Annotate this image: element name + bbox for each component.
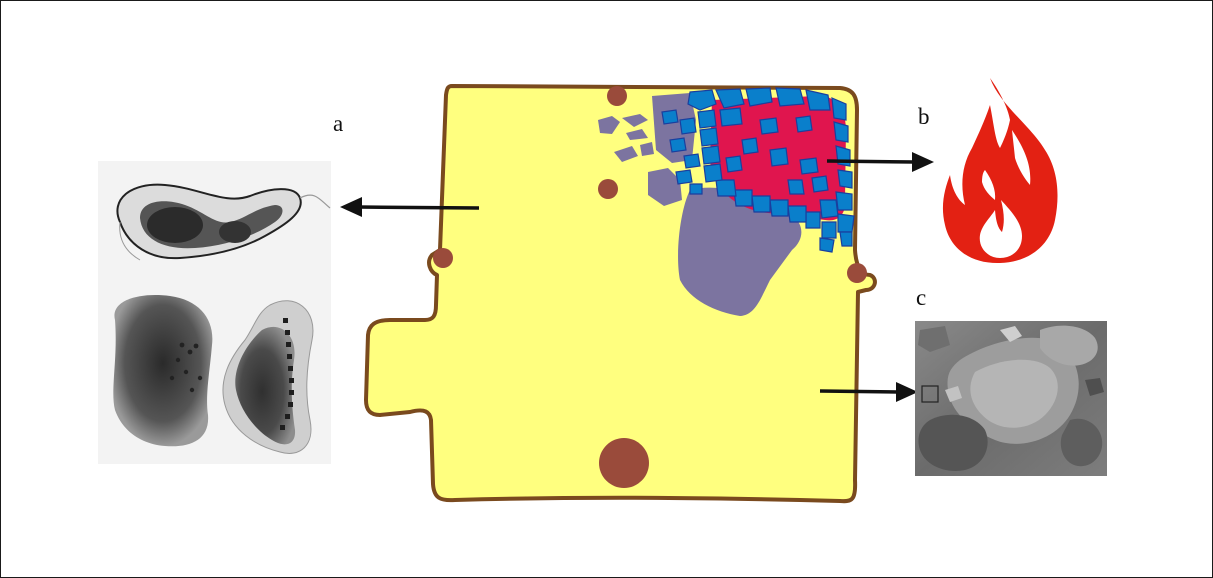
label-c: c (916, 286, 926, 309)
sem-micrograph-image (915, 321, 1107, 476)
dark-particle-left (113, 295, 212, 446)
label-b: b (918, 105, 930, 128)
flame-icon (943, 78, 1058, 263)
tem-micrograph-image (98, 161, 331, 464)
inclusion-dot (847, 263, 867, 283)
inclusion-dot (433, 248, 453, 268)
label-a: a (333, 112, 343, 135)
inclusion-dot (607, 86, 627, 106)
inclusion-dot (599, 438, 649, 488)
inclusion-dot (598, 179, 618, 199)
